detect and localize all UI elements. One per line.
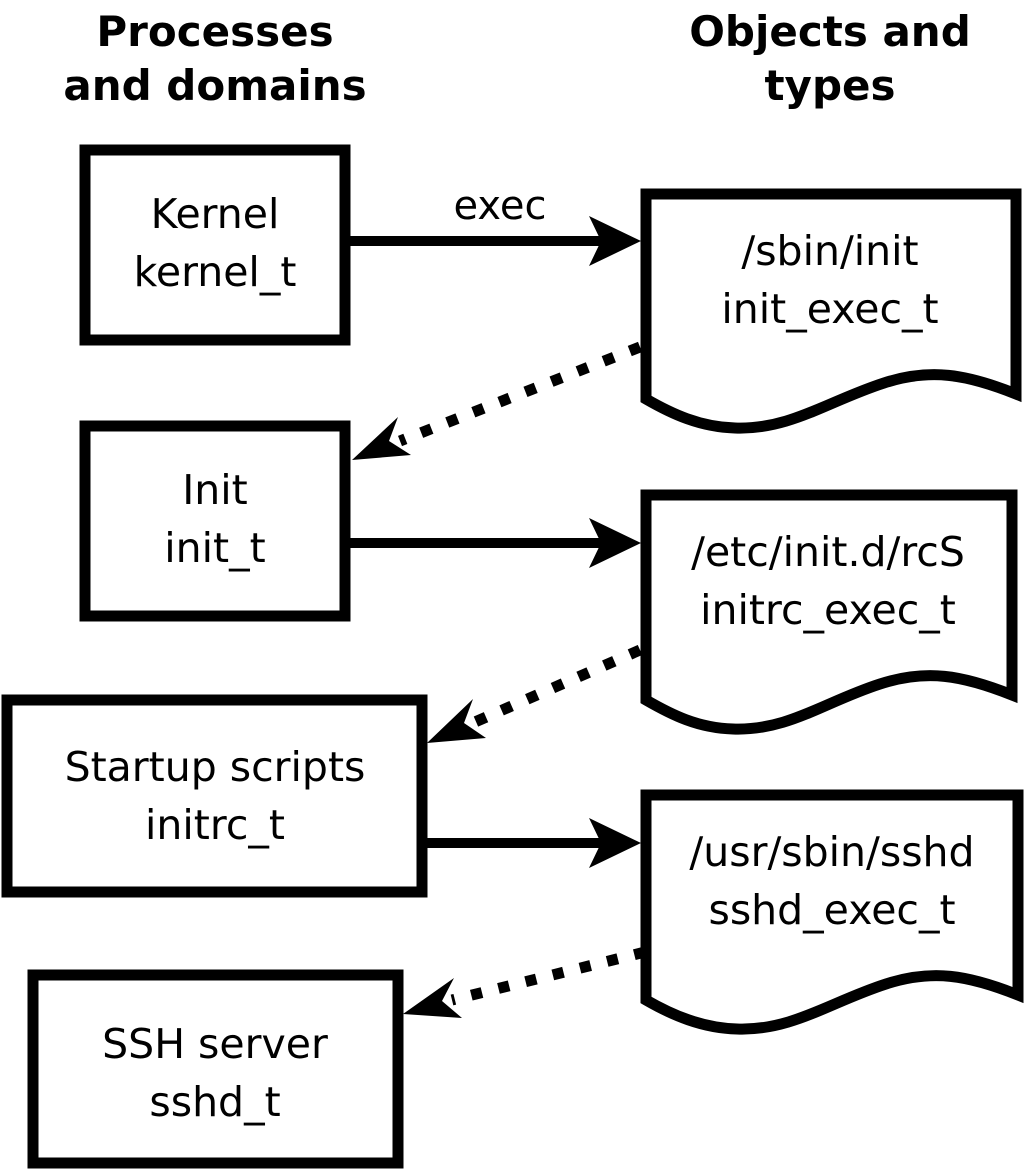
left-header-line-2: and domains: [63, 61, 366, 110]
node-sbin-init-line-2: init_exec_t: [721, 285, 938, 333]
node-startup-scripts-box[interactable]: [1, 694, 428, 898]
node-init-line-1: Init: [182, 466, 248, 514]
node-kernel-box[interactable]: [79, 144, 351, 346]
node-etc-initd-rcs[interactable]: /etc/init.d/rcS initrc_exec_t: [640, 489, 1018, 735]
left-header-line-1: Processes: [96, 7, 333, 56]
node-kernel[interactable]: Kernel kernel_t: [79, 144, 351, 346]
node-ssh-server-line-1: SSH server: [102, 1020, 328, 1068]
edge-startup-scripts-to-sshd-bin: [427, 818, 641, 868]
node-etc-initd-rcs-line-1: /etc/init.d/rcS: [691, 528, 965, 576]
arrowhead-1: [589, 216, 641, 266]
edge-sshd-bin-to-ssh-server: [403, 946, 647, 1018]
node-sbin-init-document[interactable]: [640, 188, 1022, 434]
node-usr-sbin-sshd-document[interactable]: [640, 789, 1024, 1035]
node-startup-scripts[interactable]: Startup scripts initrc_t: [1, 694, 428, 898]
node-ssh-server-line-2: sshd_t: [149, 1078, 280, 1126]
node-kernel-line-1: Kernel: [151, 190, 280, 238]
node-startup-scripts-line-2: initrc_t: [145, 801, 285, 849]
edge-line-dotted-3: [450, 946, 647, 1006]
right-header-line-1: Objects and: [689, 7, 971, 56]
arrowhead-2: [352, 417, 411, 460]
node-etc-initd-rcs-line-2: initrc_exec_t: [700, 586, 956, 634]
arrowhead-6: [403, 978, 462, 1018]
node-init[interactable]: Init init_t: [79, 420, 351, 622]
edge-line-dotted-2: [472, 644, 643, 728]
edge-init-to-rcs: [350, 518, 641, 568]
node-kernel-line-2: kernel_t: [134, 248, 297, 296]
node-init-box[interactable]: [79, 420, 351, 622]
edge-kernel-to-sbin-init: exec: [350, 183, 641, 266]
arrowhead-3: [589, 518, 641, 568]
node-sbin-init[interactable]: /sbin/init init_exec_t: [640, 188, 1022, 434]
node-usr-sbin-sshd-line-1: /usr/sbin/sshd: [689, 828, 974, 876]
node-ssh-server[interactable]: SSH server sshd_t: [27, 969, 404, 1169]
edge-rcs-to-startup-scripts: [427, 644, 643, 743]
column-header-right: Objects and types: [689, 7, 971, 110]
node-init-line-2: init_t: [164, 524, 265, 572]
arrowhead-4: [427, 699, 486, 743]
column-header-left: Processes and domains: [63, 7, 366, 110]
node-etc-initd-rcs-document[interactable]: [640, 489, 1018, 735]
edge-sbin-init-to-init: [352, 341, 643, 460]
edge-label-exec: exec: [454, 183, 547, 229]
edge-line-dotted-1: [397, 341, 643, 447]
right-header-line-2: types: [764, 61, 895, 110]
node-usr-sbin-sshd[interactable]: /usr/sbin/sshd sshd_exec_t: [640, 789, 1024, 1035]
node-ssh-server-box[interactable]: [27, 969, 404, 1169]
node-sbin-init-line-1: /sbin/init: [741, 227, 918, 275]
node-startup-scripts-line-1: Startup scripts: [65, 743, 366, 791]
arrowhead-5: [589, 818, 641, 868]
node-usr-sbin-sshd-line-2: sshd_exec_t: [708, 886, 955, 934]
